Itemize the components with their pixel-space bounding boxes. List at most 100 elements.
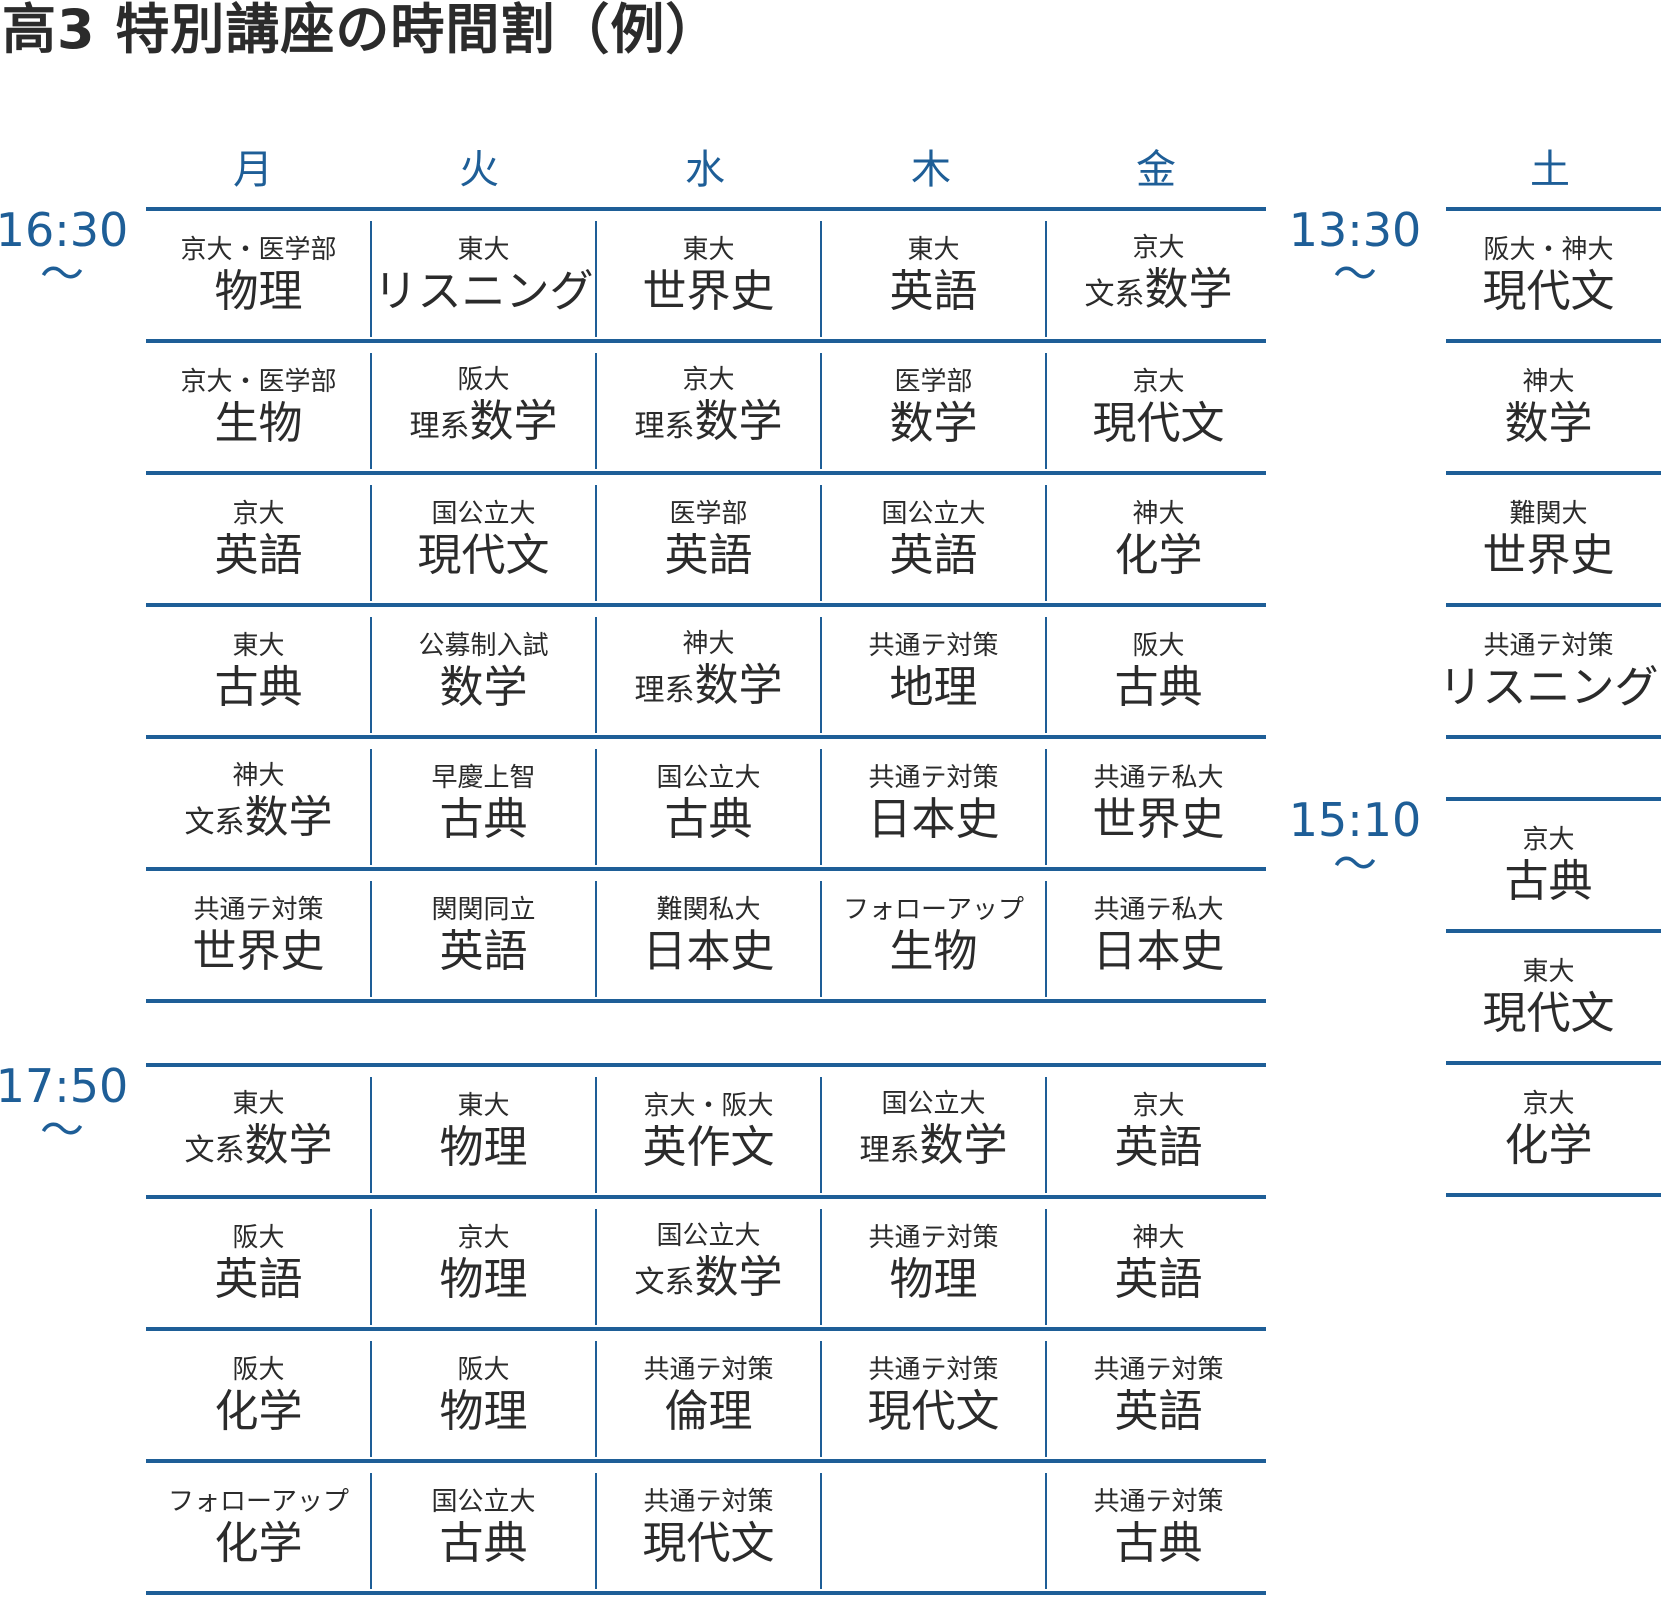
course-subject-name: リスニング [1438, 662, 1659, 713]
course-track: 文系 [1084, 276, 1145, 312]
course-cell[interactable]: 早慶上智古典 [371, 745, 596, 863]
time-label: 15:10～ [1275, 795, 1435, 887]
course-subject-name: 世界史 [642, 266, 775, 317]
course-cell[interactable]: 共通テ対策日本史 [821, 745, 1046, 863]
column-divider [1045, 485, 1047, 601]
course-cell[interactable]: 京大・医学部物理 [146, 217, 371, 335]
column-divider [370, 881, 372, 997]
course-cell[interactable]: 京大文系数学 [1046, 217, 1271, 335]
course-cell[interactable]: 京大理系数学 [596, 349, 821, 467]
course-cell[interactable]: 共通テ対策世界史 [146, 877, 371, 995]
course-cell[interactable]: 医学部英語 [596, 481, 821, 599]
course-cell[interactable]: 国公立大理系数学 [821, 1073, 1046, 1191]
course-subject-name: 化学 [214, 1386, 303, 1437]
course-track: 文系 [184, 1132, 245, 1168]
course-cell[interactable]: 国公立大古典 [596, 745, 821, 863]
course-target: フォローアップ [843, 895, 1024, 925]
course-subject: 倫理 [665, 1386, 753, 1438]
course-cell[interactable]: 国公立大古典 [371, 1469, 596, 1587]
course-cell[interactable]: 神大数学 [1446, 349, 1651, 467]
course-cell[interactable]: 京大英語 [1046, 1073, 1271, 1191]
course-cell[interactable]: 京大英語 [146, 481, 371, 599]
course-cell[interactable]: 東大世界史 [596, 217, 821, 335]
course-target: 共通テ私大 [1093, 763, 1224, 793]
course-cell[interactable]: 国公立大文系数学 [596, 1205, 821, 1323]
course-target: 国公立大 [431, 499, 536, 529]
course-cell[interactable]: 神大文系数学 [146, 745, 371, 863]
course-cell[interactable]: フォローアップ化学 [146, 1469, 371, 1587]
course-cell[interactable]: 京大物理 [371, 1205, 596, 1323]
course-cell[interactable]: 難関私大日本史 [596, 877, 821, 995]
course-subject: 英語 [1115, 1386, 1203, 1438]
row-divider [1446, 929, 1661, 933]
course-subject-name: 現代文 [1092, 398, 1225, 449]
course-cell[interactable]: 東大文系数学 [146, 1073, 371, 1191]
course-cell[interactable]: 京大化学 [1446, 1071, 1651, 1189]
column-divider [1045, 617, 1047, 733]
course-cell[interactable]: 公募制入試数学 [371, 613, 596, 731]
column-divider [595, 881, 597, 997]
course-cell[interactable]: 神大英語 [1046, 1205, 1271, 1323]
column-divider [820, 617, 822, 733]
course-subject-name: 数学 [244, 1119, 333, 1171]
start-time: 16:30 [0, 203, 129, 257]
course-cell[interactable] [821, 1469, 1046, 1587]
course-subject-name: 生物 [214, 398, 303, 449]
course-cell[interactable]: 阪大化学 [146, 1337, 371, 1455]
course-cell[interactable]: 共通テ対策古典 [1046, 1469, 1271, 1587]
course-cell[interactable]: 共通テ対策倫理 [596, 1337, 821, 1455]
course-subject-name: 日本史 [642, 926, 775, 977]
start-time: 13:30 [1288, 203, 1422, 257]
course-cell[interactable]: 医学部数学 [821, 349, 1046, 467]
course-cell[interactable]: 共通テ対策現代文 [596, 1469, 821, 1587]
course-cell[interactable]: 京大・阪大英作文 [596, 1073, 821, 1191]
course-cell[interactable]: 阪大理系数学 [371, 349, 596, 467]
course-cell[interactable]: 共通テ私大日本史 [1046, 877, 1271, 995]
course-cell[interactable]: 難関大世界史 [1446, 481, 1651, 599]
course-target: 阪大 [232, 1355, 285, 1385]
course-cell[interactable]: 共通テ対策英語 [1046, 1337, 1271, 1455]
course-subject-name: 英語 [664, 530, 753, 581]
course-cell[interactable]: 共通テ対策地理 [821, 613, 1046, 731]
course-subject: リスニング [1439, 662, 1659, 714]
course-track: 理系 [634, 672, 695, 708]
course-cell[interactable]: 東大古典 [146, 613, 371, 731]
course-subject-name: 世界史 [192, 926, 325, 977]
column-divider [595, 221, 597, 337]
course-cell[interactable]: 阪大物理 [371, 1337, 596, 1455]
course-subject-name: 数学 [694, 1251, 783, 1303]
course-cell[interactable]: 阪大・神大現代文 [1446, 217, 1651, 335]
course-subject-name: 英語 [1114, 1386, 1203, 1437]
course-cell[interactable]: 共通テ私大世界史 [1046, 745, 1271, 863]
course-cell[interactable]: 京大古典 [1446, 807, 1651, 925]
course-cell[interactable]: 国公立大英語 [821, 481, 1046, 599]
course-cell[interactable]: 東大リスニング [371, 217, 596, 335]
course-subject-name: 物理 [214, 266, 303, 317]
course-cell[interactable]: 京大現代文 [1046, 349, 1271, 467]
course-target: 共通テ対策 [868, 1223, 999, 1253]
course-cell[interactable]: 共通テ対策リスニング [1439, 613, 1659, 731]
column-divider [370, 485, 372, 601]
course-target: 京大 [1522, 1089, 1575, 1119]
course-cell[interactable]: 阪大英語 [146, 1205, 371, 1323]
course-cell[interactable]: 共通テ対策現代文 [821, 1337, 1046, 1455]
course-subject: 世界史 [643, 266, 775, 318]
course-cell[interactable]: 京大・医学部生物 [146, 349, 371, 467]
course-cell[interactable]: 東大現代文 [1446, 939, 1651, 1057]
course-cell[interactable]: 東大英語 [821, 217, 1046, 335]
course-cell[interactable]: 東大物理 [371, 1073, 596, 1191]
course-cell[interactable]: 阪大古典 [1046, 613, 1271, 731]
row-divider [1446, 1193, 1661, 1197]
course-cell[interactable]: 国公立大現代文 [371, 481, 596, 599]
column-divider [820, 485, 822, 601]
course-cell[interactable]: フォローアップ生物 [821, 877, 1046, 995]
course-cell[interactable]: 関関同立英語 [371, 877, 596, 995]
course-cell[interactable]: 神大理系数学 [596, 613, 821, 731]
course-subject-name: 英語 [1114, 1254, 1203, 1305]
course-cell[interactable]: 共通テ対策物理 [821, 1205, 1046, 1323]
course-subject: 英語 [1115, 1122, 1203, 1174]
row-divider [1446, 471, 1661, 475]
course-cell[interactable]: 神大化学 [1046, 481, 1271, 599]
course-subject: 古典 [440, 794, 528, 846]
column-divider [1045, 1209, 1047, 1325]
